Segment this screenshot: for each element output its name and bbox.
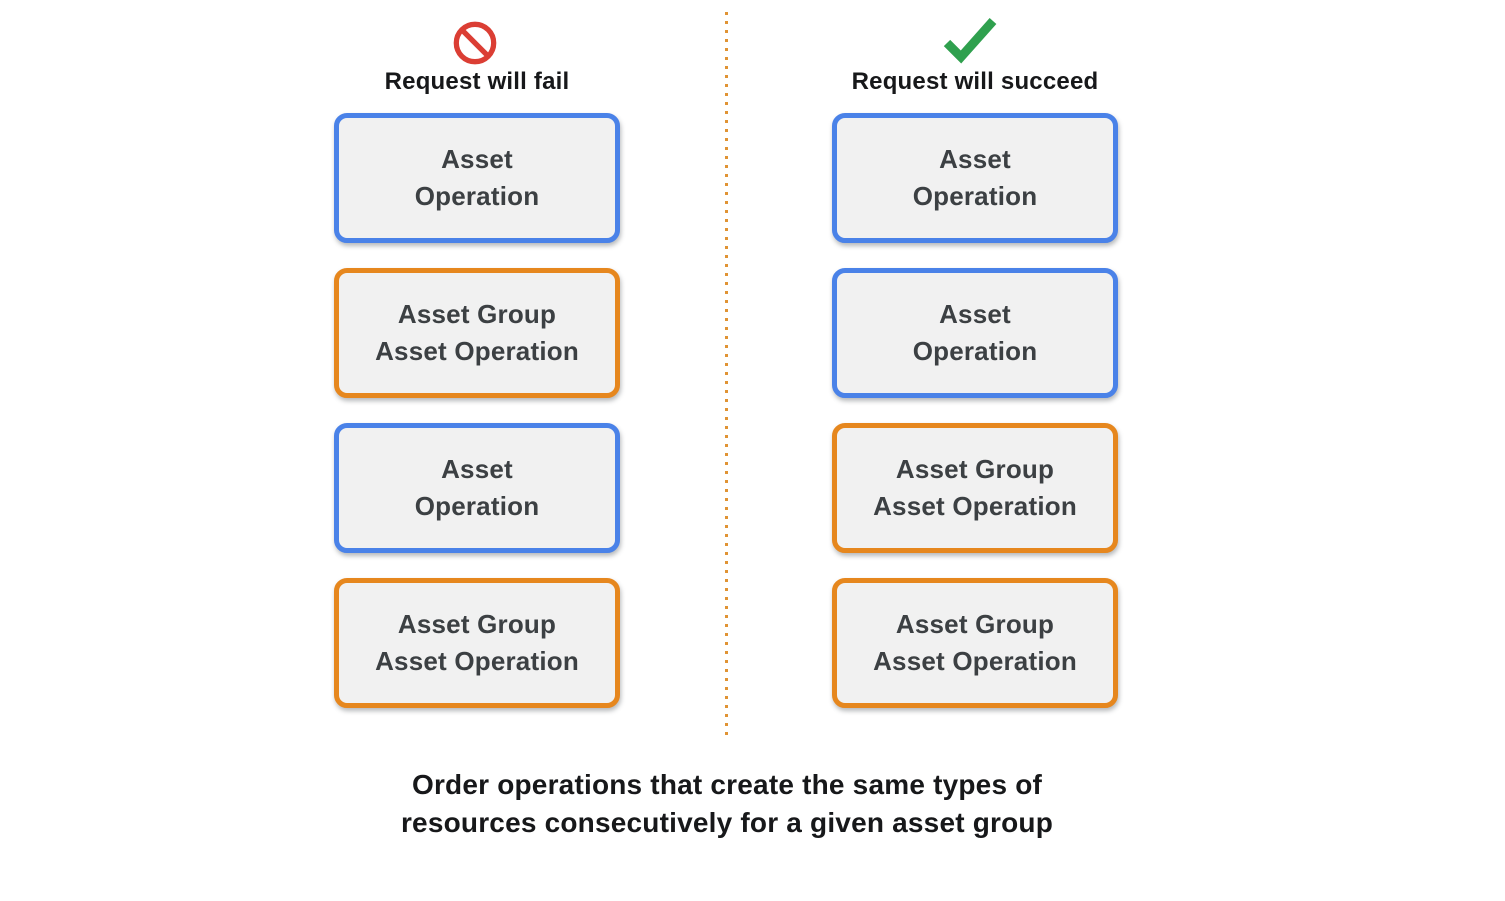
caption-line: Order operations that create the same ty… xyxy=(411,769,1043,800)
box-label-line: Operation xyxy=(414,181,540,211)
succeed-column-title: Request will succeed xyxy=(851,68,1099,95)
checkmark-icon xyxy=(943,18,997,64)
asset-group-asset-operation-box: Asset Group Asset Operation xyxy=(832,423,1118,553)
box-label-line: Asset xyxy=(939,144,1011,174)
box-label: Asset Group Asset Operation xyxy=(873,606,1077,680)
box-label-line: Asset Operation xyxy=(375,336,579,366)
asset-group-asset-operation-box: Asset Group Asset Operation xyxy=(334,578,620,708)
diagram-caption: Order operations that create the same ty… xyxy=(252,766,1202,842)
asset-operation-box: Asset Operation xyxy=(334,423,620,553)
box-label-line: Asset Group xyxy=(895,609,1055,639)
prohibited-icon xyxy=(453,21,497,65)
box-label-line: Asset Group xyxy=(397,299,557,329)
asset-group-asset-operation-box: Asset Group Asset Operation xyxy=(832,578,1118,708)
box-label-line: Asset xyxy=(939,299,1011,329)
box-label-line: Asset Operation xyxy=(375,646,579,676)
box-label-line: Operation xyxy=(912,181,1038,211)
box-label: Asset Group Asset Operation xyxy=(873,451,1077,525)
box-label-line: Operation xyxy=(912,336,1038,366)
box-label: Asset Group Asset Operation xyxy=(375,606,579,680)
box-label: Asset Operation xyxy=(913,296,1038,370)
box-label: Asset Operation xyxy=(415,141,540,215)
box-label-line: Asset xyxy=(441,454,513,484)
asset-operation-box: Asset Operation xyxy=(832,113,1118,243)
box-label-line: Operation xyxy=(414,491,540,521)
asset-operation-box: Asset Operation xyxy=(832,268,1118,398)
box-label-line: Asset Operation xyxy=(873,491,1077,521)
box-label: Asset Group Asset Operation xyxy=(375,296,579,370)
box-label: Asset Operation xyxy=(913,141,1038,215)
box-label: Asset Operation xyxy=(415,451,540,525)
asset-operation-box: Asset Operation xyxy=(334,113,620,243)
asset-group-asset-operation-box: Asset Group Asset Operation xyxy=(334,268,620,398)
box-label-line: Asset Group xyxy=(895,454,1055,484)
succeed-box-stack: Asset Operation Asset Operation Asset Gr… xyxy=(832,113,1118,708)
caption-line: resources consecutively for a given asse… xyxy=(400,807,1054,838)
fail-column-title: Request will fail xyxy=(384,68,570,95)
column-divider xyxy=(725,12,728,740)
fail-box-stack: Asset Operation Asset Group Asset Operat… xyxy=(334,113,620,708)
box-label-line: Asset Operation xyxy=(873,646,1077,676)
box-label-line: Asset xyxy=(441,144,513,174)
box-label-line: Asset Group xyxy=(397,609,557,639)
